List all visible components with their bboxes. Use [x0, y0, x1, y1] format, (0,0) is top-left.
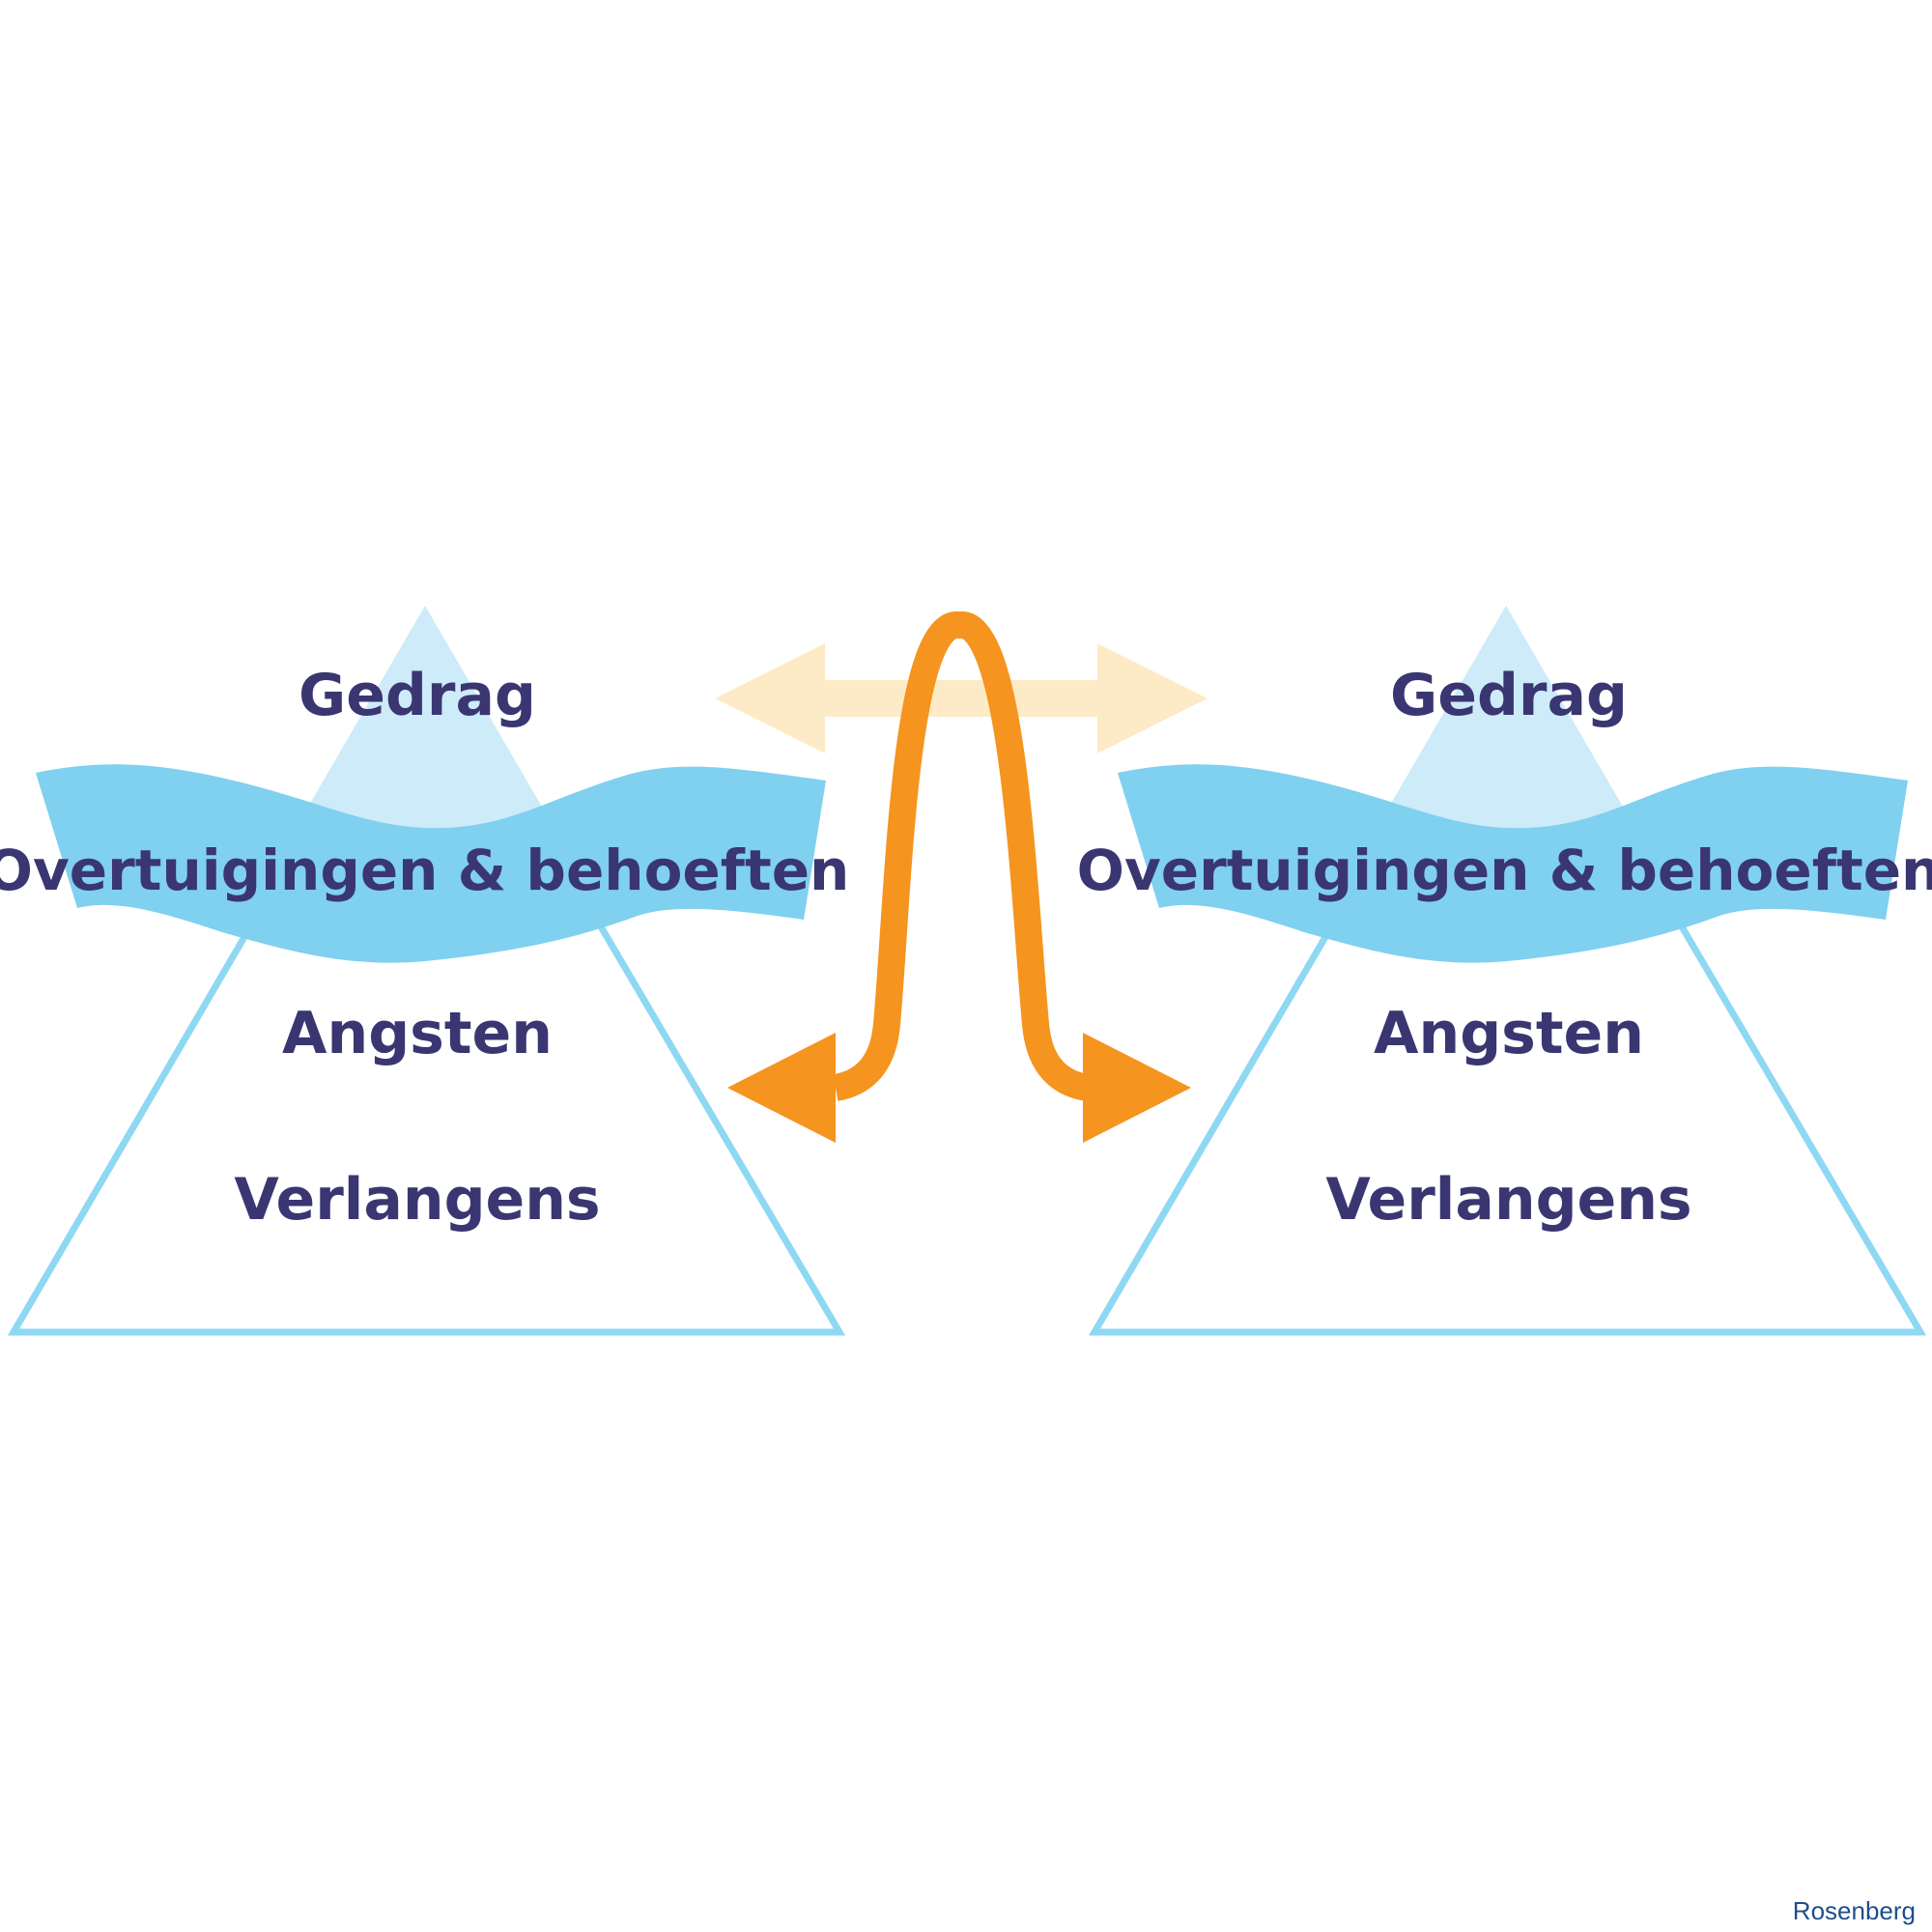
right-angsten-label: Angsten	[1374, 1000, 1644, 1067]
right-iceberg-tip	[1361, 606, 1651, 855]
right-gedrag-label: Gedrag	[1390, 662, 1628, 729]
right-overtuigingen-label: Overtuigingen & behoeften	[1077, 838, 1932, 903]
right-iceberg: Gedrag Overtuigingen & behoeften Angsten…	[1077, 606, 1932, 1336]
left-angsten-label: Angsten	[282, 1000, 553, 1067]
left-iceberg: Gedrag Overtuigingen & behoeften Angsten…	[0, 606, 849, 1336]
left-iceberg-base-outline	[7, 621, 846, 1336]
orange-arrowhead-left	[727, 1033, 836, 1143]
credit-text: Rosenberg	[1793, 1896, 1916, 1925]
left-gedrag-label: Gedrag	[298, 662, 536, 729]
right-verlangens-label: Verlangens	[1325, 1166, 1691, 1234]
right-iceberg-base-outline	[1088, 621, 1927, 1336]
orange-arrowhead-right	[1083, 1033, 1191, 1143]
orange-deep-arrow	[727, 611, 1191, 1143]
left-overtuigingen-label: Overtuigingen & behoeften	[0, 838, 849, 903]
left-iceberg-tip	[280, 606, 570, 855]
right-water-band	[1118, 764, 1908, 963]
faded-double-arrow	[715, 643, 1208, 753]
left-verlangens-label: Verlangens	[234, 1166, 600, 1234]
left-water-band	[36, 764, 826, 963]
orange-arrow-curve	[832, 611, 1091, 1101]
